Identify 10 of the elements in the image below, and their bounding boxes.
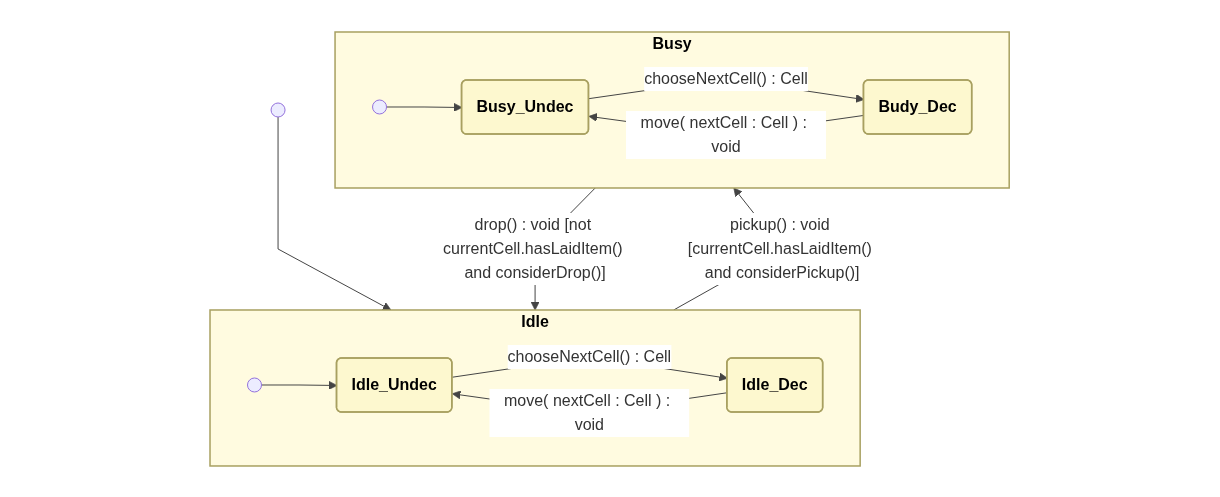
edge-label: chooseNextCell() : Cell [507, 347, 672, 365]
edge-label: drop() : void [not currentCell.hasLaidItem() and considerDrop()] [443, 215, 624, 281]
edge-label: move( nextCell : Cell ) : void [504, 391, 671, 433]
node-circle [247, 377, 263, 392]
node-circle [270, 102, 286, 117]
edge-label: pickup() : void [currentCell.hasLaidItem() and considerPickup()] [688, 215, 873, 281]
edge-label: move( nextCell : Cell ) : void [640, 113, 808, 155]
arrow [277, 116, 392, 310]
node-circle [372, 99, 388, 114]
edge-label: chooseNextCell() : Cell [644, 69, 809, 87]
